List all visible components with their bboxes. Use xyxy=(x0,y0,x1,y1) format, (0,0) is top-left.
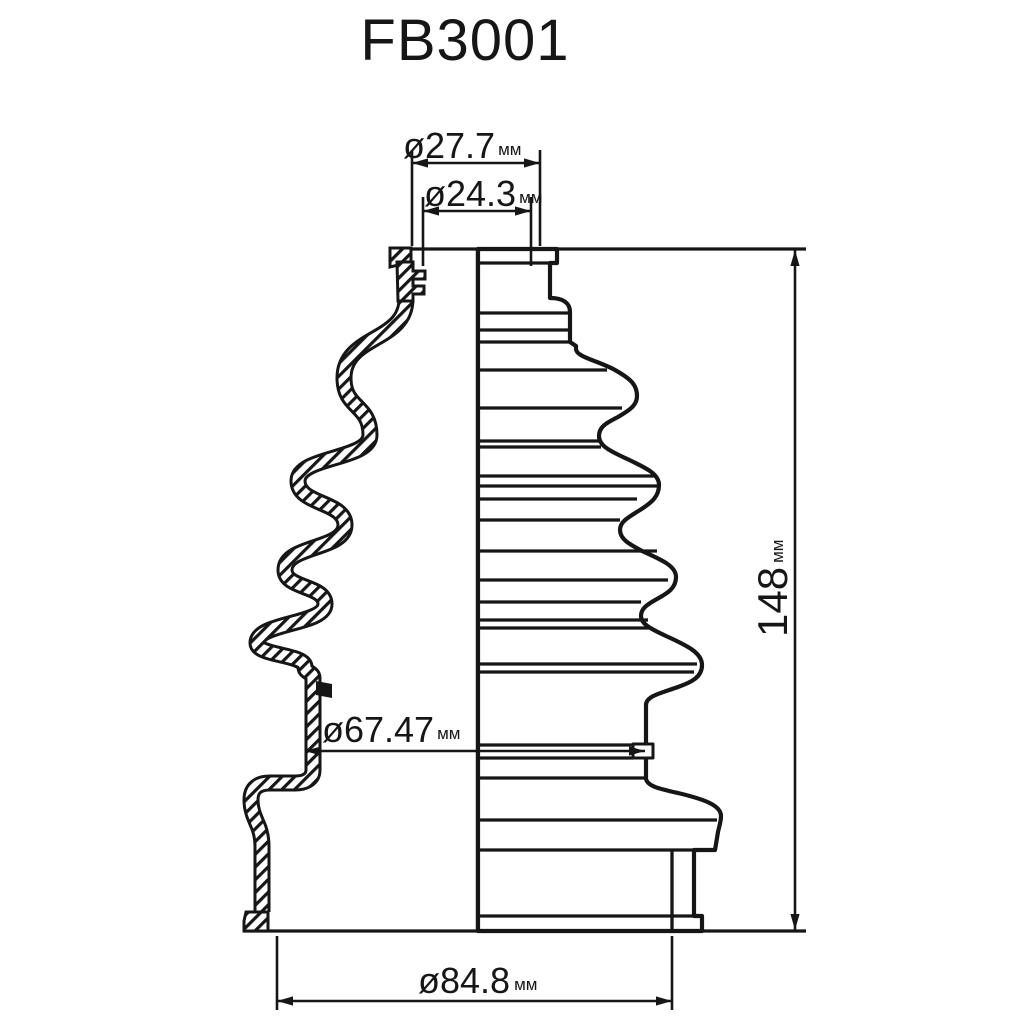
cross-section-wall-hatch xyxy=(245,298,412,912)
boot-cross-section-left-half xyxy=(242,246,427,933)
part-number-title: FB3001 xyxy=(360,8,569,73)
arrowhead-right xyxy=(524,158,540,168)
boot-profile-outline xyxy=(475,246,724,934)
arrowhead-right xyxy=(515,206,531,216)
clamp-block-lower xyxy=(395,260,427,303)
base-foot xyxy=(242,910,270,933)
arrowhead-left xyxy=(423,206,439,216)
arrowhead-right xyxy=(629,746,645,756)
arrowhead-right xyxy=(656,996,672,1006)
arrowhead-top xyxy=(790,250,800,266)
boot-outer-profile-right-half xyxy=(475,246,724,934)
dimension-height: 148мм xyxy=(749,250,800,930)
arrowhead-bottom xyxy=(790,914,800,930)
wall-tab xyxy=(316,681,332,698)
dimension-label-height: 148мм xyxy=(749,540,796,637)
arrowhead-left xyxy=(305,746,321,756)
arrowhead-left xyxy=(277,996,293,1006)
profile-convolution-lines xyxy=(478,261,717,931)
arrowhead-left xyxy=(412,158,428,168)
